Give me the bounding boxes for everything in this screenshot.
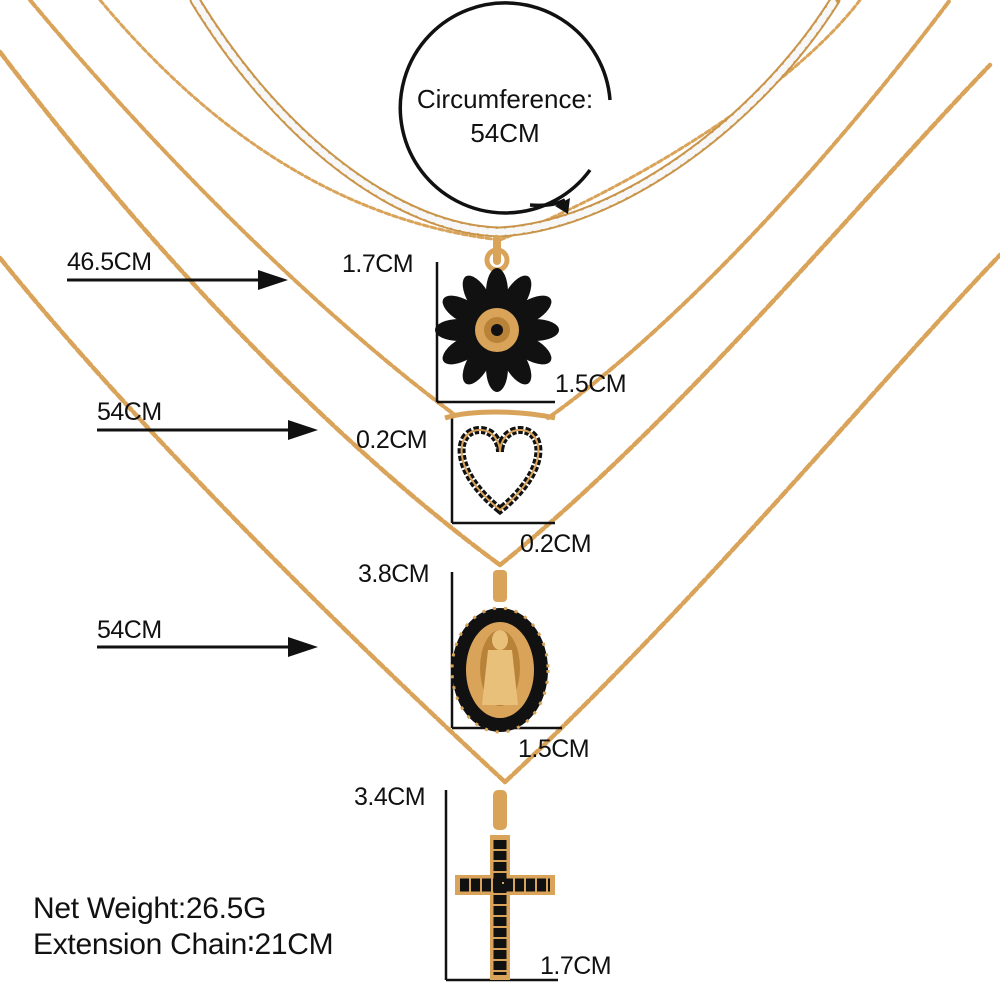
oval-height-label: 3.8CM [358,560,430,588]
chain-heart-right [546,0,952,420]
arrow-head-1 [258,270,288,290]
circular-arrow [398,1,612,215]
arrowhead [555,198,570,214]
chain-length-label-3: 54CM [97,616,162,644]
chain-flower-right [498,0,862,242]
flower-pendant [435,235,559,392]
circumference-value: 54CM [470,118,540,148]
chains [0,0,1000,785]
oval-medal-pendant [450,570,550,734]
heart-height-label: 0.2CM [356,426,428,454]
net-weight-label: Net Weight:26.5G [33,892,267,925]
chain-cross-left [0,255,508,785]
chain-oval-right [497,62,993,568]
circumference-indicator [398,1,612,215]
chain-oval-left [0,49,503,568]
heart-width-label: 0.2CM [520,530,592,558]
chain-length-label-1: 46.5CM [67,248,152,276]
chain-flower-left [98,0,502,242]
cross-pendant [455,790,555,980]
heart-pendant [444,409,556,516]
chain-cross-right [502,252,1000,785]
chain-heart-left [28,0,457,417]
arrow-head-2 [288,420,318,440]
flower-width-label: 1.5CM [555,370,627,398]
arrow-head-3 [288,637,318,657]
circumference-label: Circumference: [416,84,594,114]
extension-chain-label: Extension Chain∶21CM [33,928,334,961]
flower-height-label: 1.7CM [342,250,414,278]
oval-width-label: 1.5CM [518,735,590,763]
cross-height-label: 3.4CM [354,783,426,811]
length-arrows [67,270,318,657]
chain-length-label-2: 54CM [97,398,162,426]
cross-width-label: 1.7CM [540,952,612,980]
